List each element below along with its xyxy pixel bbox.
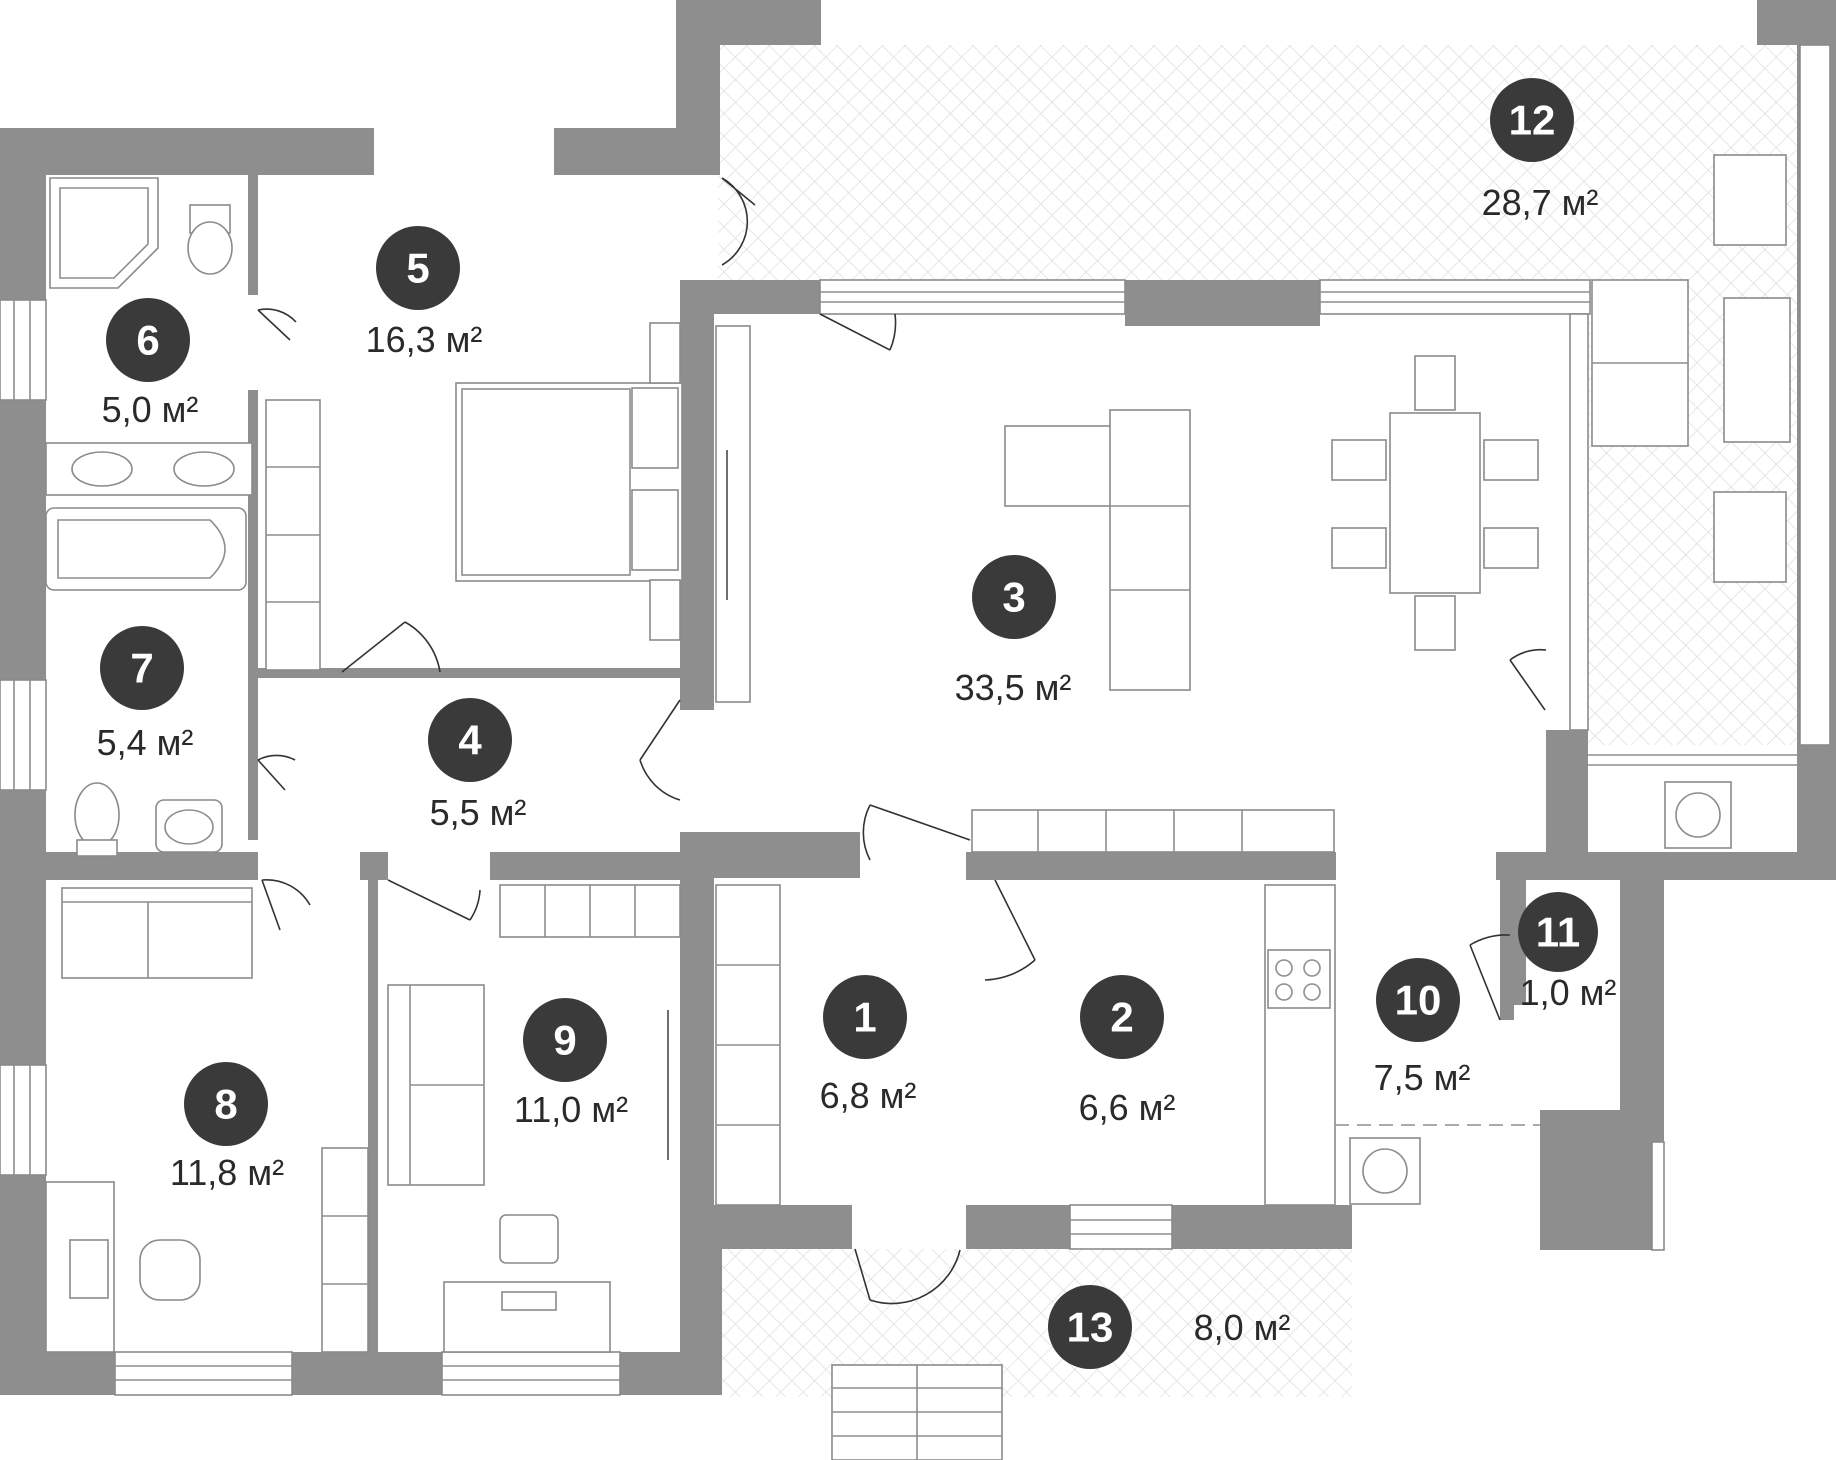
desk-9 xyxy=(443,1214,611,1353)
shelf-9 xyxy=(499,884,681,938)
door-swings xyxy=(257,177,1547,1305)
double-bed xyxy=(455,322,683,641)
room-number: 12 xyxy=(1509,97,1556,144)
dining-table xyxy=(1331,355,1539,651)
terrace-13-floor xyxy=(722,1249,1352,1397)
room-number: 10 xyxy=(1395,977,1442,1024)
room-area: 5,0 м² xyxy=(102,389,199,430)
room-badge-5: 5 16,3 м² xyxy=(366,226,483,360)
room-area: 16,3 м² xyxy=(366,319,483,360)
room-badge-13: 13 8,0 м² xyxy=(1048,1285,1290,1369)
room-number: 3 xyxy=(1002,574,1025,621)
room-area: 11,0 м² xyxy=(514,1089,628,1130)
room-number: 1 xyxy=(853,994,876,1041)
terrace-12-floor xyxy=(718,45,1797,745)
room-number: 4 xyxy=(458,717,482,764)
room-badge-6: 6 5,0 м² xyxy=(102,298,199,430)
room-badge-1: 1 6,8 м² xyxy=(820,975,917,1116)
terrace-12-furniture xyxy=(1591,154,1791,583)
room-area: 33,5 м² xyxy=(955,667,1072,708)
room-area: 7,5 м² xyxy=(1374,1057,1471,1098)
double-sink xyxy=(45,442,253,496)
room-area: 6,6 м² xyxy=(1079,1087,1176,1128)
room-number: 13 xyxy=(1067,1304,1114,1351)
wardrobe-8 xyxy=(321,1147,369,1353)
terrace-13-stairs xyxy=(831,1364,1003,1460)
room-badge-4: 4 5,5 м² xyxy=(428,698,526,833)
bathtub xyxy=(45,507,247,591)
room-number: 5 xyxy=(406,245,429,292)
shower-cabin xyxy=(49,177,159,289)
room-area: 6,8 м² xyxy=(820,1075,917,1116)
room-number: 2 xyxy=(1110,994,1133,1041)
room-badge-11: 11 1,0 м² xyxy=(1518,892,1616,1013)
room-badge-9: 9 11,0 м² xyxy=(514,998,628,1130)
room-badge-12: 12 28,7 м² xyxy=(1482,78,1599,223)
room-number: 11 xyxy=(1536,909,1580,956)
room-area: 8,0 м² xyxy=(1194,1307,1291,1348)
sofa-3 xyxy=(1004,409,1191,691)
room-number: 7 xyxy=(130,645,153,692)
toilet-6 xyxy=(187,204,233,275)
room-badge-8: 8 11,8 м² xyxy=(170,1062,284,1193)
tv-5 xyxy=(715,325,751,703)
room-badge-2: 2 6,6 м² xyxy=(1079,975,1176,1128)
windows xyxy=(0,44,1831,1396)
room-number: 8 xyxy=(214,1081,237,1128)
sofa-9 xyxy=(387,984,485,1186)
cabinet-row-3 xyxy=(971,809,1335,853)
wardrobe-5 xyxy=(265,399,321,671)
room-number: 6 xyxy=(136,317,159,364)
room-badge-3: 3 33,5 м² xyxy=(955,555,1072,708)
room-area: 1,0 м² xyxy=(1520,972,1617,1013)
room-area: 5,5 м² xyxy=(430,792,527,833)
desk-8 xyxy=(45,1181,201,1353)
room-area: 28,7 м² xyxy=(1482,182,1599,223)
room-badge-10: 10 7,5 м² xyxy=(1374,958,1471,1098)
wardrobe-1 xyxy=(715,884,781,1206)
room-number: 9 xyxy=(553,1017,576,1064)
room-area: 5,4 м² xyxy=(97,722,194,763)
kitchen-counter xyxy=(1264,884,1540,1206)
room-badge-7: 7 5,4 м² xyxy=(97,626,194,763)
toilet-7 xyxy=(74,782,120,857)
washing-machine-12 xyxy=(1664,781,1732,849)
room-area: 11,8 м² xyxy=(170,1152,284,1193)
washbasin-7 xyxy=(155,799,223,853)
sofa-8 xyxy=(61,887,253,979)
